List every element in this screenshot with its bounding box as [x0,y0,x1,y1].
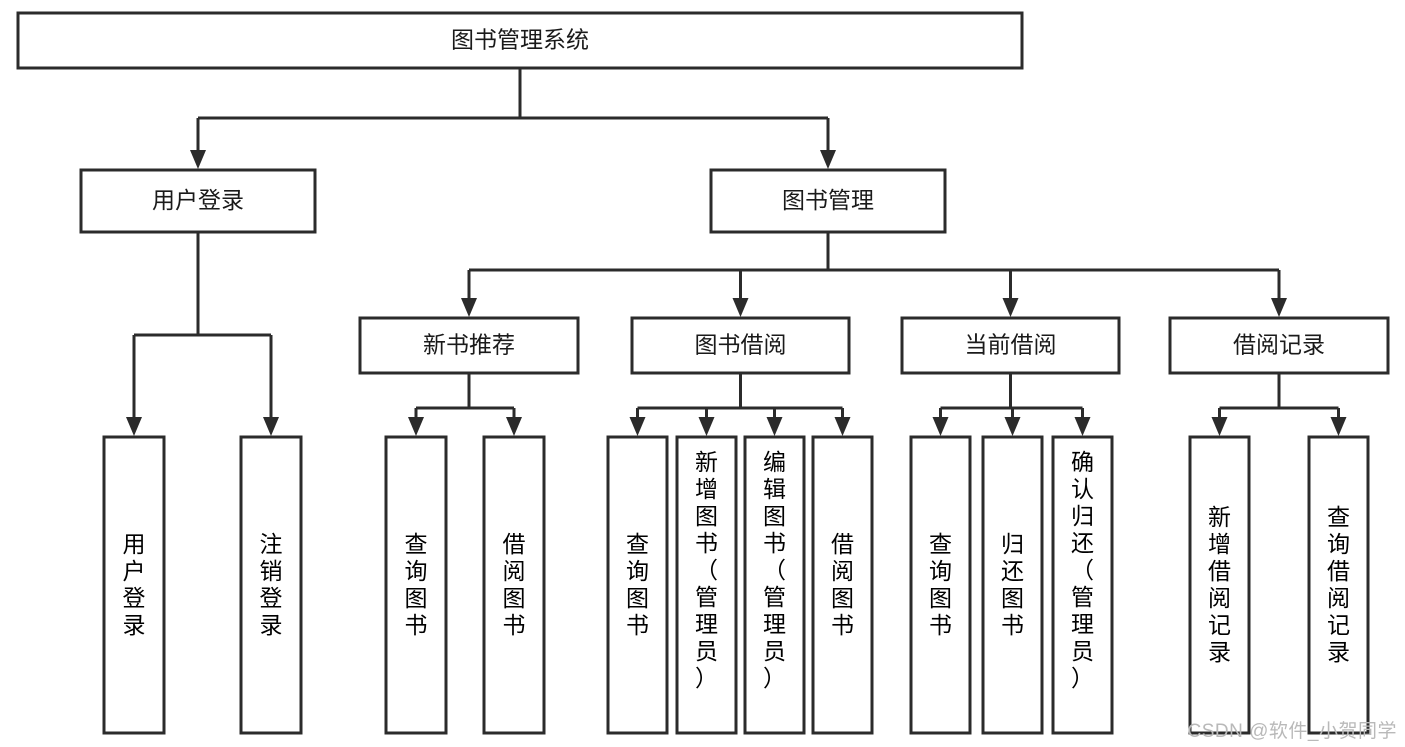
arrow-head-icon [126,417,142,436]
arrow-head-icon [263,417,279,436]
arrow-head-icon [1271,298,1287,317]
node-label-book-manage: 图书管理 [782,187,874,213]
arrow-head-icon [629,417,646,436]
node-borrow-record[interactable] [1168,316,1390,375]
node-leaf-add-book[interactable] [675,435,738,735]
node-label-root: 图书管理系统 [451,27,589,53]
node-leaf-query-book-3[interactable] [909,435,972,735]
node-leaf-query-book-1[interactable] [384,435,448,735]
arrow-head-icon [766,417,783,436]
node-leaf-query-book-2[interactable] [606,435,669,735]
node-label-user-login: 用户登录 [152,187,244,213]
arrow-head-icon [932,417,949,436]
node-leaf-query-record[interactable] [1307,435,1370,735]
arrow-head-icon [820,150,836,169]
node-leaf-add-record[interactable] [1188,435,1251,735]
node-leaf-user-login[interactable] [102,435,166,735]
arrow-head-icon [1330,417,1347,436]
node-leaf-edit-book[interactable] [743,435,806,735]
node-label-borrow-record: 借阅记录 [1233,332,1325,358]
arrow-head-icon [190,150,206,169]
node-user-login[interactable] [79,168,317,234]
node-leaf-confirm-return[interactable] [1051,435,1114,735]
node-root[interactable] [16,11,1024,70]
arrow-head-icon [834,417,851,436]
watermark-text: CSDN @软件_小贺同学 [1187,721,1397,742]
node-label-current-borrow: 当前借阅 [965,332,1057,358]
node-label-book-borrow: 图书借阅 [695,332,787,358]
node-new-book-rec[interactable] [358,316,580,375]
node-leaf-borrow-book-2[interactable] [811,435,874,735]
arrow-head-icon [1004,417,1021,436]
arrow-head-icon [1211,417,1228,436]
node-leaf-logout[interactable] [239,435,303,735]
node-book-borrow[interactable] [630,316,851,375]
arrow-head-icon [698,417,715,436]
arrow-head-icon [506,417,522,436]
connector-edges [126,68,1347,436]
arrow-head-icon [408,417,424,436]
node-leaf-return-book[interactable] [981,435,1044,735]
node-book-manage[interactable] [709,168,947,234]
node-leaf-borrow-book-1[interactable] [482,435,546,735]
node-label-new-book-rec: 新书推荐 [423,332,515,358]
arrow-head-icon [461,298,477,317]
arrow-head-icon [732,298,749,317]
arrow-head-icon [1074,417,1091,436]
node-current-borrow[interactable] [900,316,1121,375]
arrow-head-icon [1002,298,1019,317]
